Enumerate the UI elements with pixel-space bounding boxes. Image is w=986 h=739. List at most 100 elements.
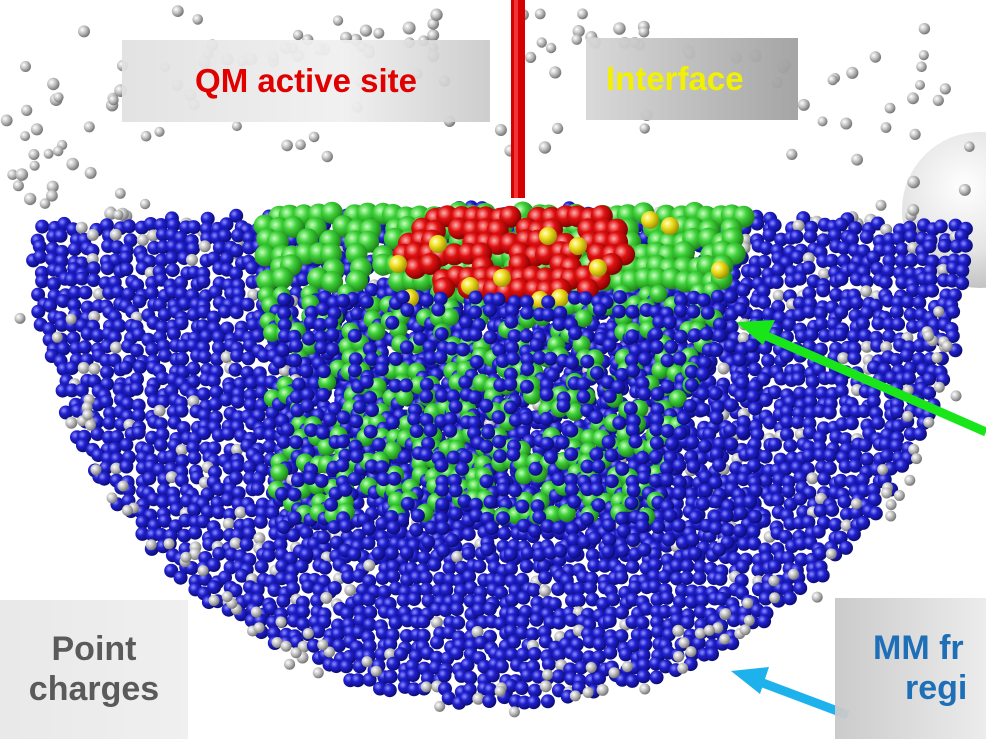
mm-atom bbox=[676, 411, 691, 426]
mm-atom bbox=[399, 545, 414, 560]
point-charge bbox=[884, 102, 896, 114]
mm-atom bbox=[652, 314, 667, 329]
mm-atom bbox=[625, 673, 640, 688]
mm-atom bbox=[471, 602, 486, 617]
mm-atom bbox=[891, 317, 906, 332]
mm-atom bbox=[743, 494, 758, 509]
qm-active-site-text: QM active site bbox=[195, 62, 417, 100]
mm-atom bbox=[578, 291, 593, 306]
mm-atom bbox=[848, 448, 863, 463]
mm-atom bbox=[515, 614, 530, 629]
mm-atom bbox=[421, 436, 436, 451]
mm-atom bbox=[459, 691, 474, 706]
mm-atom bbox=[767, 559, 782, 574]
mm-atom bbox=[121, 287, 136, 302]
mm-atom bbox=[709, 410, 724, 425]
mm-atom bbox=[899, 348, 914, 363]
point-charge bbox=[639, 683, 651, 695]
point-charge bbox=[818, 268, 831, 280]
mm-atom bbox=[692, 571, 707, 585]
mm-atom bbox=[217, 228, 232, 243]
mm-atom bbox=[748, 401, 762, 416]
mm-atom bbox=[438, 603, 453, 618]
point-charge bbox=[907, 175, 920, 189]
mm-atom bbox=[636, 658, 651, 672]
point-charge bbox=[198, 240, 211, 253]
mm-atom bbox=[64, 383, 79, 398]
interface-atom bbox=[668, 389, 687, 408]
point-charge bbox=[106, 492, 118, 504]
mm-atom bbox=[316, 364, 331, 379]
mm-atom bbox=[315, 425, 330, 440]
point-charge bbox=[51, 331, 63, 343]
mm-atom bbox=[709, 447, 724, 462]
point-charge bbox=[802, 252, 815, 265]
mm-atom bbox=[649, 436, 664, 450]
mm-atom bbox=[906, 283, 921, 298]
mm-atom bbox=[384, 546, 399, 561]
point-charge bbox=[139, 198, 151, 210]
mm-atom bbox=[251, 471, 266, 486]
mm-atom bbox=[385, 315, 400, 330]
mm-atom bbox=[945, 329, 960, 343]
mm-atom bbox=[552, 647, 567, 662]
mm-atom bbox=[196, 387, 211, 402]
point-charge bbox=[933, 306, 945, 318]
mm-atom bbox=[856, 244, 871, 259]
point-charge bbox=[846, 66, 859, 79]
mm-atom bbox=[468, 497, 483, 512]
mm-atom bbox=[340, 606, 355, 621]
mm-atom bbox=[720, 523, 735, 537]
mm-atom bbox=[615, 367, 630, 382]
point-charge bbox=[317, 639, 329, 651]
mm-atom bbox=[734, 388, 749, 403]
mm-atom bbox=[364, 459, 379, 474]
point-charge bbox=[275, 616, 287, 628]
mm-atom bbox=[347, 472, 362, 486]
mm-atom bbox=[394, 647, 408, 662]
mm-atom bbox=[480, 542, 495, 557]
mm-atom bbox=[623, 401, 638, 416]
mm-atom bbox=[815, 568, 830, 583]
interface-atom bbox=[367, 322, 386, 341]
mm-atom bbox=[350, 306, 365, 321]
mm-atom bbox=[650, 402, 665, 417]
mm-atom bbox=[430, 635, 444, 650]
mm-atom bbox=[724, 398, 738, 413]
mm-atom bbox=[276, 593, 291, 608]
interface-link-atom bbox=[569, 237, 587, 255]
mm-atom bbox=[696, 497, 710, 512]
point-charge bbox=[420, 681, 432, 693]
point-charge bbox=[772, 289, 785, 302]
mm-atom bbox=[527, 683, 542, 698]
point-charge bbox=[743, 615, 755, 626]
mm-atom bbox=[409, 424, 424, 438]
mm-atom bbox=[602, 614, 617, 628]
mm-atom bbox=[219, 251, 234, 266]
mm-atom bbox=[733, 523, 747, 538]
mm-atom bbox=[564, 447, 579, 462]
mm-atom bbox=[625, 304, 640, 319]
mm-atom bbox=[142, 471, 157, 486]
mm-atom bbox=[912, 426, 927, 441]
mm-atom bbox=[336, 434, 350, 449]
point-charge bbox=[53, 145, 64, 157]
qm-active-site-atoms bbox=[389, 205, 729, 309]
mm-atom bbox=[230, 348, 245, 363]
mm-atom bbox=[520, 352, 535, 367]
mm-atom bbox=[673, 303, 688, 318]
mm-atom bbox=[33, 249, 48, 264]
mm-atom bbox=[482, 694, 497, 708]
mm-atom bbox=[228, 362, 243, 377]
point-charge bbox=[117, 480, 129, 492]
mm-atom bbox=[556, 398, 571, 413]
mm-atom bbox=[505, 592, 520, 607]
point-charge bbox=[840, 519, 853, 532]
mm-atom bbox=[477, 659, 492, 674]
mm-atom bbox=[696, 402, 711, 417]
mm-atom bbox=[792, 271, 807, 286]
mm-atom bbox=[661, 532, 676, 547]
mm-atom bbox=[315, 302, 330, 317]
mm-atom bbox=[673, 426, 688, 440]
mm-atom bbox=[781, 484, 796, 499]
